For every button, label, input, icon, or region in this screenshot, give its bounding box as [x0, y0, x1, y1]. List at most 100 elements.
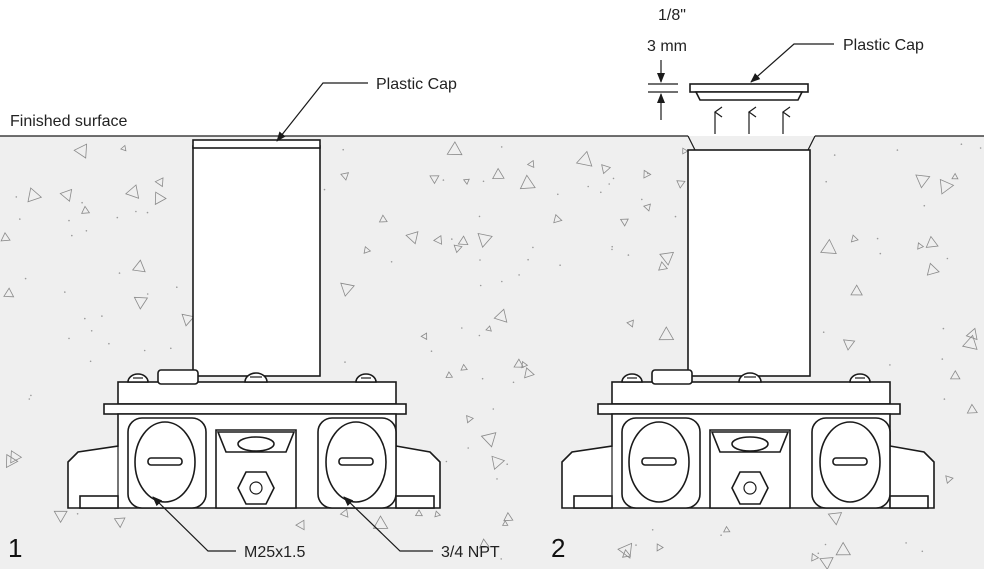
aggregate-stone [363, 245, 372, 254]
aggregate-dot [478, 215, 481, 218]
aggregate-dot [482, 180, 485, 183]
aggregate-dot [390, 261, 393, 263]
foot-1-left [79, 495, 119, 509]
cap-left-label: Plastic Cap [376, 76, 457, 93]
aggregate-dot [101, 315, 103, 317]
aggregate-stone [181, 313, 195, 327]
aggregate-dot [943, 398, 946, 400]
dim-fraction-label: 1/8" [658, 7, 686, 24]
aggregate-stone [154, 177, 164, 188]
aggregate-stone [295, 519, 305, 531]
aggregate-stone [445, 371, 454, 379]
aggregate-dot [146, 211, 149, 214]
aggregate-stone [939, 178, 955, 195]
aggregate-dot [824, 543, 827, 546]
aggregate-stone [340, 282, 355, 297]
aggregate-stone [503, 511, 514, 522]
aggregate-dot [81, 201, 83, 204]
aggregate-dot [481, 377, 484, 380]
aggregate-stone [27, 187, 43, 203]
aggregate-stone [492, 167, 505, 180]
aggregate-stone [926, 262, 940, 276]
aggregate-stone [842, 339, 856, 351]
flange-2 [597, 403, 901, 415]
aggregate-stone [493, 308, 508, 323]
aggregate-stone [466, 414, 474, 424]
aggregate-stone [131, 259, 146, 273]
port-1-left-slot [147, 457, 183, 466]
aggregate-stone [154, 191, 167, 206]
aggregate-stone [819, 557, 834, 569]
aggregate-stone [917, 242, 925, 250]
thread-m25-label: M25x1.5 [244, 544, 305, 561]
aggregate-dot [445, 460, 448, 463]
aggregate-dot [559, 264, 561, 267]
aggregate-stone [521, 360, 529, 369]
aggregate-dot [674, 215, 677, 218]
dim-metric-label: 3 mm [647, 38, 687, 55]
aggregate-dot [611, 245, 613, 248]
aggregate-stone [659, 251, 675, 266]
aggregate-dot [500, 146, 503, 148]
aggregate-stone [553, 213, 563, 224]
hex-nut-1 [237, 471, 275, 505]
aggregate-dot [627, 254, 630, 256]
aggregate-dot [15, 196, 18, 198]
aggregate-dot [146, 293, 149, 295]
aggregate-dot [532, 246, 534, 249]
aggregate-stone [643, 169, 652, 179]
aggregate-stone [0, 231, 11, 242]
aggregate-dot [720, 534, 722, 536]
aggregate-stone [945, 475, 954, 484]
aggregate-dot [600, 191, 602, 194]
aggregate-stone [850, 234, 859, 243]
aggregate-dot [921, 550, 924, 553]
aggregate-dot [451, 238, 453, 240]
aggregate-dot [430, 350, 433, 353]
aggregate-dot [24, 277, 27, 280]
bolt-2a [621, 373, 643, 383]
center-block-1-oval [237, 436, 275, 452]
aggregate-stone [501, 519, 509, 526]
bolt-2c [849, 373, 871, 383]
aggregate-dot [478, 334, 481, 337]
aggregate-stone [73, 143, 88, 159]
center-block-2-oval [731, 436, 769, 452]
aggregate-stone [339, 508, 349, 518]
cutout-edge [687, 135, 816, 151]
aggregate-stone [432, 234, 443, 245]
aggregate-stone [682, 147, 689, 155]
aggregate-dot [85, 230, 88, 232]
gap-dimension: 1/8" 3 mm [647, 7, 687, 120]
foot-2-right [889, 495, 929, 509]
aggregate-dot [135, 210, 137, 213]
aggregate-dot [442, 179, 445, 181]
aggregate-stone [658, 261, 669, 271]
aggregate-dot [833, 154, 836, 156]
aggregate-dot [89, 360, 92, 363]
foot-1-right [395, 495, 435, 509]
aggregate-stone [656, 543, 664, 552]
aggregate-dot [905, 542, 907, 544]
aggregate-dot [118, 272, 121, 274]
aggregate-stone [372, 515, 389, 529]
top-plate-2 [611, 381, 891, 405]
plastic-cap-1 [192, 139, 321, 149]
aggregate-stone [477, 232, 493, 248]
aggregate-stone [601, 164, 612, 175]
aggregate-dot [527, 258, 529, 261]
aggregate-stone [811, 552, 820, 562]
aggregate-stone [59, 188, 73, 202]
leader-npt [343, 496, 433, 552]
aggregate-dot [817, 552, 820, 555]
thread-npt-label: 3/4 NPT [441, 544, 500, 561]
hex-nut-1-center [249, 481, 263, 495]
aggregate-dot [323, 188, 326, 191]
port-1-right-slot [338, 457, 374, 466]
aggregate-stone [925, 235, 939, 248]
aggregate-dot [608, 183, 610, 185]
aggregate-dot [612, 177, 615, 180]
aggregate-dot [170, 347, 172, 350]
aggregate-dot [71, 234, 73, 237]
aggregate-stone [526, 159, 535, 169]
